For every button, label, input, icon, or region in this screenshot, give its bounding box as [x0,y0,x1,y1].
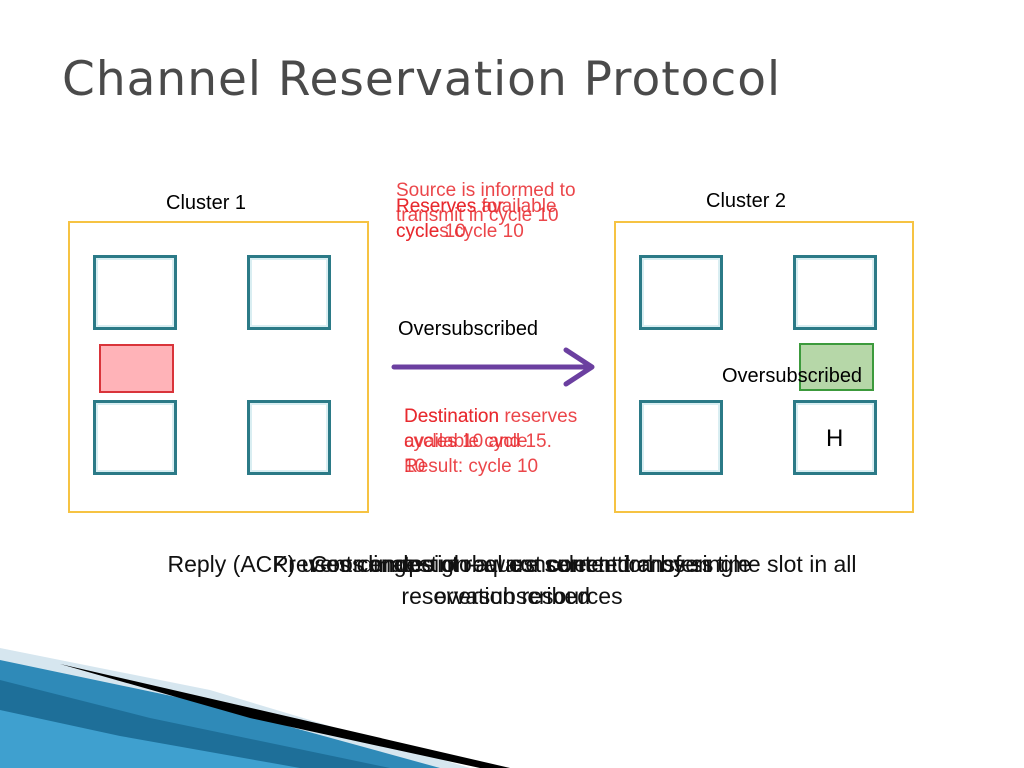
top-note-source-informed: Source is informed to transmit in cycle … [396,180,576,226]
arrow-oversubscribed-label: Oversubscribed [398,318,539,340]
slide-title: Channel Reservation Protocol [62,52,782,107]
decorative-swoosh [0,648,510,768]
cluster-1-label: Cluster 1 [166,192,247,214]
cluster-1-node-top-right [247,255,331,330]
cluster-2-node-bottom-left [639,400,723,475]
caption-reply-ack: Reply (ACK) uses congestion-aware select… [167,551,857,609]
cluster-2-node-top-left [639,255,723,330]
transfer-arrow [391,347,595,387]
bottom-note-destination-reserves: Destination reserves cycles 10 and 15. R… [404,406,578,477]
cluster-1-node-top-left [93,255,177,330]
top-note-reserves-for: Reserves for cycle 10 [396,196,504,242]
caption-prevents-contention: Prevents endpoint request contention by … [272,551,752,609]
caption-coordinates-transfers: Coordinates global concurrent transfers [310,551,714,577]
destination-packet-block [799,343,874,391]
cluster-2-label: Cluster 2 [706,190,787,212]
cluster-2-node-top-right [793,255,877,330]
cluster-1-node-bottom-left [93,400,177,475]
top-note-reserves-available: Reserves available cycles cycle 10 [396,196,557,242]
source-packet-block [99,344,174,393]
cluster-2-oversubscribed-label: Oversubscribed [722,365,863,387]
node-h-label: H [826,425,844,452]
cluster-2-node-bottom-right [793,400,877,475]
bottom-note-destination-available: Destination available cycle 10 [404,406,528,477]
cluster-1-node-bottom-right [247,400,331,475]
